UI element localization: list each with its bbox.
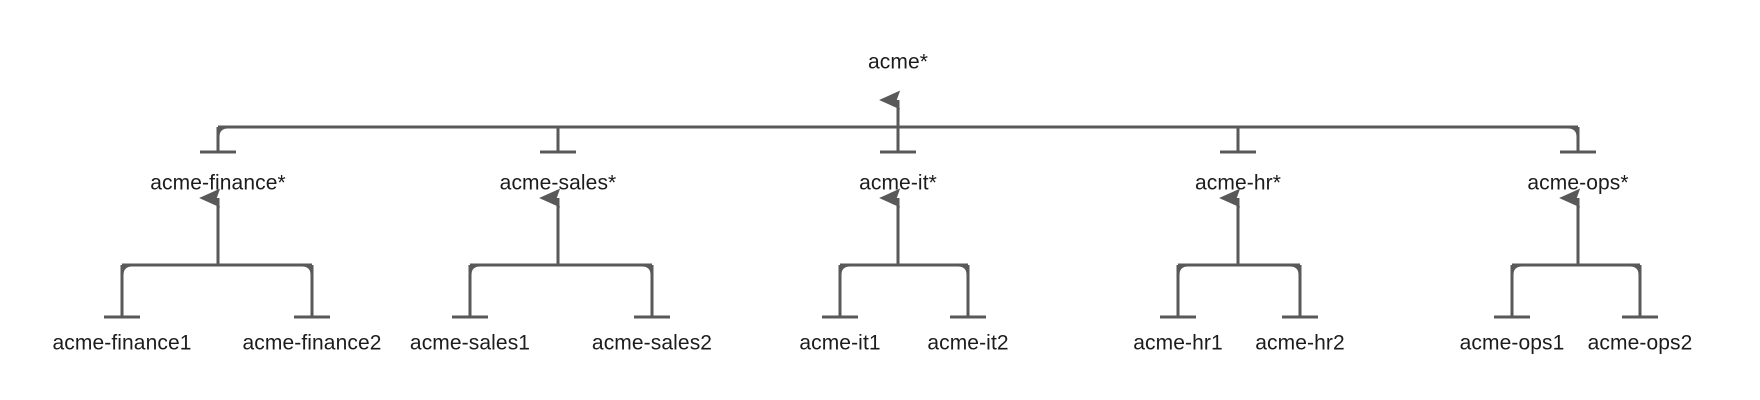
node-label-branch[interactable]: acme-it* bbox=[859, 171, 937, 195]
node-label-leaf[interactable]: acme-it2 bbox=[927, 331, 1009, 355]
node-label-branch[interactable]: acme-sales* bbox=[499, 171, 617, 195]
node-label-leaf[interactable]: acme-hr1 bbox=[1133, 331, 1223, 355]
node-label-leaf[interactable]: acme-it1 bbox=[799, 331, 881, 355]
node-label-leaf[interactable]: acme-ops1 bbox=[1459, 331, 1565, 355]
node-label-leaf[interactable]: acme-sales1 bbox=[409, 331, 531, 355]
node-label-root[interactable]: acme* bbox=[867, 50, 929, 74]
node-label-leaf[interactable]: acme-finance1 bbox=[52, 331, 192, 355]
node-label-branch[interactable]: acme-ops* bbox=[1527, 171, 1629, 195]
node-label-leaf[interactable]: acme-hr2 bbox=[1255, 331, 1345, 355]
node-label-leaf[interactable]: acme-ops2 bbox=[1587, 331, 1693, 355]
node-label-leaf[interactable]: acme-sales2 bbox=[591, 331, 713, 355]
node-label-branch[interactable]: acme-hr* bbox=[1195, 171, 1281, 195]
node-label-branch[interactable]: acme-finance* bbox=[150, 171, 286, 195]
connector-group bbox=[104, 90, 1658, 319]
node-label-leaf[interactable]: acme-finance2 bbox=[242, 331, 382, 355]
